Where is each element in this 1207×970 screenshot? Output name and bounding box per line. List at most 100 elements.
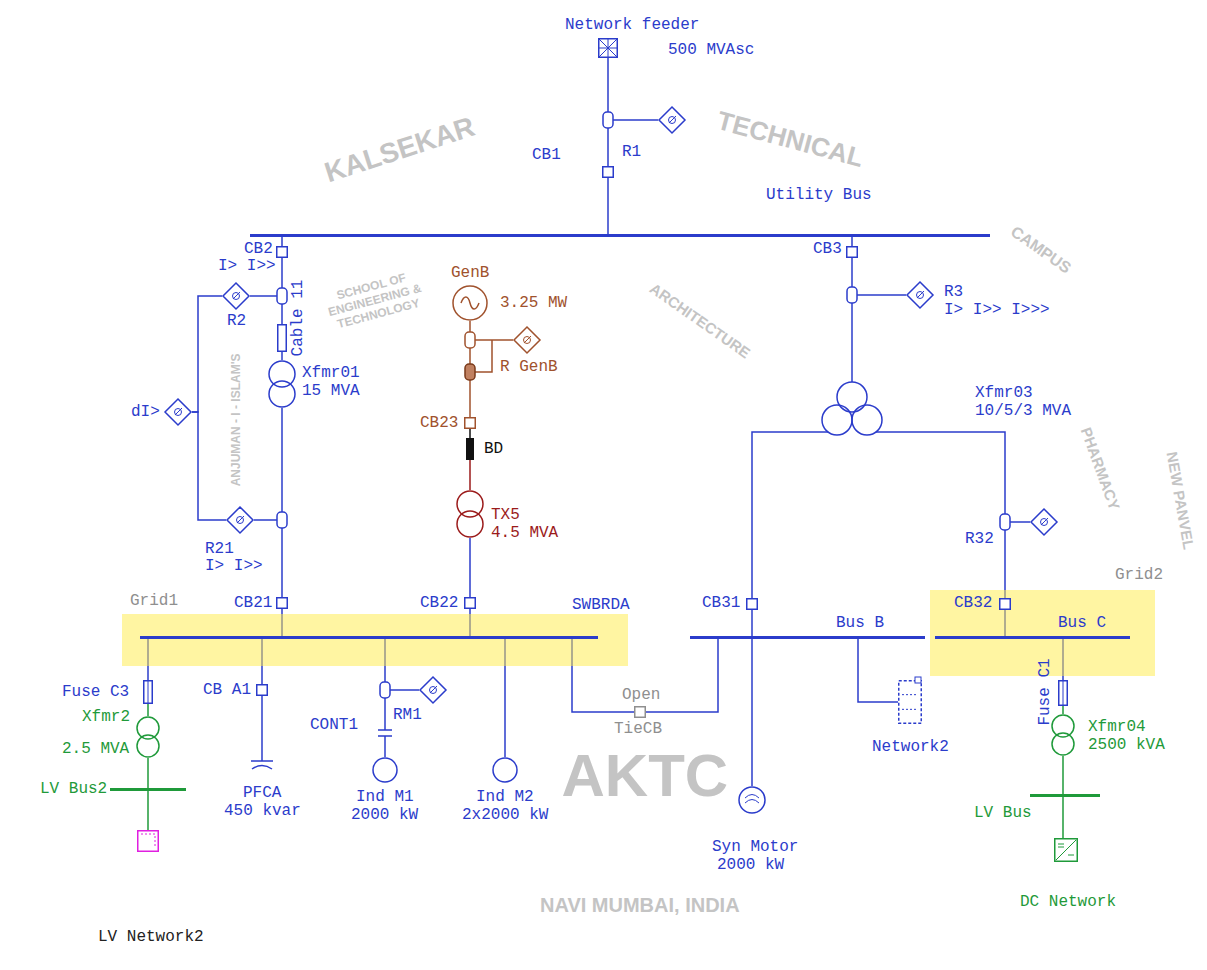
wire <box>884 432 1005 598</box>
symbol-part <box>269 381 295 407</box>
fuse-symbol <box>143 680 153 704</box>
transformer-symbol <box>1051 714 1075 756</box>
component-label: 2x2000 kW <box>462 806 548 824</box>
current-transformer <box>277 288 287 304</box>
breaker-square: CB2I> I>> <box>276 246 288 258</box>
relay-diamond <box>513 326 541 354</box>
symbol-part <box>430 686 437 693</box>
current-transformer <box>1000 514 1010 530</box>
component-label: 2000 kW <box>351 806 418 824</box>
symbol-part <box>493 758 517 782</box>
component-label: LV Network2 <box>98 928 204 946</box>
symbol-part <box>457 491 483 517</box>
wire <box>261 696 263 756</box>
component-label: CB23 <box>420 414 458 432</box>
symbol-part <box>373 758 397 782</box>
component-label: CB31 <box>702 594 740 612</box>
wire <box>751 639 753 786</box>
component-label: R GenB <box>500 358 558 376</box>
busbar <box>250 234 990 237</box>
symbol-part <box>227 507 253 533</box>
transformer-symbol: Xfmr0115 MVA <box>268 360 296 408</box>
fuse-symbol: Fuse C1 <box>1058 680 1068 706</box>
busbar <box>690 636 925 639</box>
breaker-square: CB1 <box>602 166 614 178</box>
component-label: Xfmr04 <box>1088 718 1146 736</box>
symbol-part <box>165 399 191 425</box>
component-label: CB1 <box>532 146 561 164</box>
component-label: Grid1 <box>130 592 178 610</box>
component-label: Grid2 <box>1115 566 1163 584</box>
breaker-square <box>602 166 614 178</box>
symbol-part <box>252 766 272 770</box>
symbol-part <box>603 167 614 178</box>
busbar: Utility Bus <box>250 234 990 237</box>
component-label: Fuse C3 <box>62 683 129 701</box>
symbol-part <box>659 107 685 133</box>
component-label: CB2 <box>244 240 273 258</box>
symbol-part <box>820 381 884 432</box>
component-label: BD <box>484 440 503 458</box>
component-label: 4.5 MVA <box>491 524 558 542</box>
breaker-square: CB3 <box>846 246 858 258</box>
component-label: GenB <box>451 264 489 282</box>
relay-lead <box>475 339 513 341</box>
current-transformer <box>465 364 475 380</box>
relay-diamond: dI> <box>164 398 192 426</box>
transformer-symbol <box>456 490 484 538</box>
transformer-symbol: Xfmr042500 kVA <box>1051 714 1075 756</box>
busbar: SWBRDA <box>140 636 598 639</box>
component-label: I> I>> <box>218 257 276 275</box>
component-label: Xfmr01 <box>302 364 360 382</box>
symbol-part <box>1056 840 1076 860</box>
transformer-symbol <box>136 716 160 758</box>
symbol-part <box>465 598 476 609</box>
relay-diamond <box>226 506 254 534</box>
wire <box>147 758 149 788</box>
relay-diamond: R3I> I>> I>>> <box>906 281 934 309</box>
relay-diamond: RM1 <box>419 676 447 704</box>
symbol-part <box>465 418 476 429</box>
busbar <box>935 636 1130 639</box>
component-label: LV Bus2 <box>40 780 107 798</box>
symbol-part <box>1059 681 1068 706</box>
component-label: R2 <box>227 312 246 330</box>
relay-lead <box>857 294 906 296</box>
wire <box>1062 797 1064 838</box>
relay-diamond: R2 <box>222 282 250 310</box>
component-label: R3 <box>944 283 963 301</box>
relay-diamond <box>658 106 686 134</box>
synchronous-motor <box>738 786 766 814</box>
grid-highlight-band: Grid1SWBRDA <box>122 614 628 666</box>
breaker-square <box>999 598 1011 610</box>
component-label: Xfmr03 <box>975 384 1033 402</box>
generator-circle <box>452 285 488 321</box>
component-label: R1 <box>622 143 641 161</box>
symbol-part <box>917 292 924 299</box>
contactor-symbol: CONT1 <box>377 726 393 740</box>
wire <box>192 296 222 412</box>
busbar <box>1030 794 1100 797</box>
busbar: LV Bus <box>1030 794 1100 797</box>
symbol-part <box>514 327 540 353</box>
capacitor-symbol: PFCA450 kvar <box>250 756 274 772</box>
symbol-part <box>837 382 867 412</box>
wire <box>851 258 853 381</box>
wire <box>751 610 753 636</box>
wire <box>147 791 149 830</box>
synchronous-motor: Syn Motor2000 kW <box>738 786 766 814</box>
component-label: 2.5 MVA <box>62 740 129 758</box>
symbol-part <box>745 795 759 804</box>
component-label: Bus C <box>1058 614 1106 632</box>
wire <box>281 237 283 246</box>
component-label: TX5 <box>491 506 520 524</box>
busbar: Bus C <box>935 636 1130 639</box>
busbar <box>140 636 598 639</box>
component-label: SWBRDA <box>572 596 630 614</box>
wire <box>858 639 898 702</box>
symbol-part <box>430 687 437 694</box>
motor-circle <box>492 757 518 783</box>
symbol-part <box>635 707 646 718</box>
